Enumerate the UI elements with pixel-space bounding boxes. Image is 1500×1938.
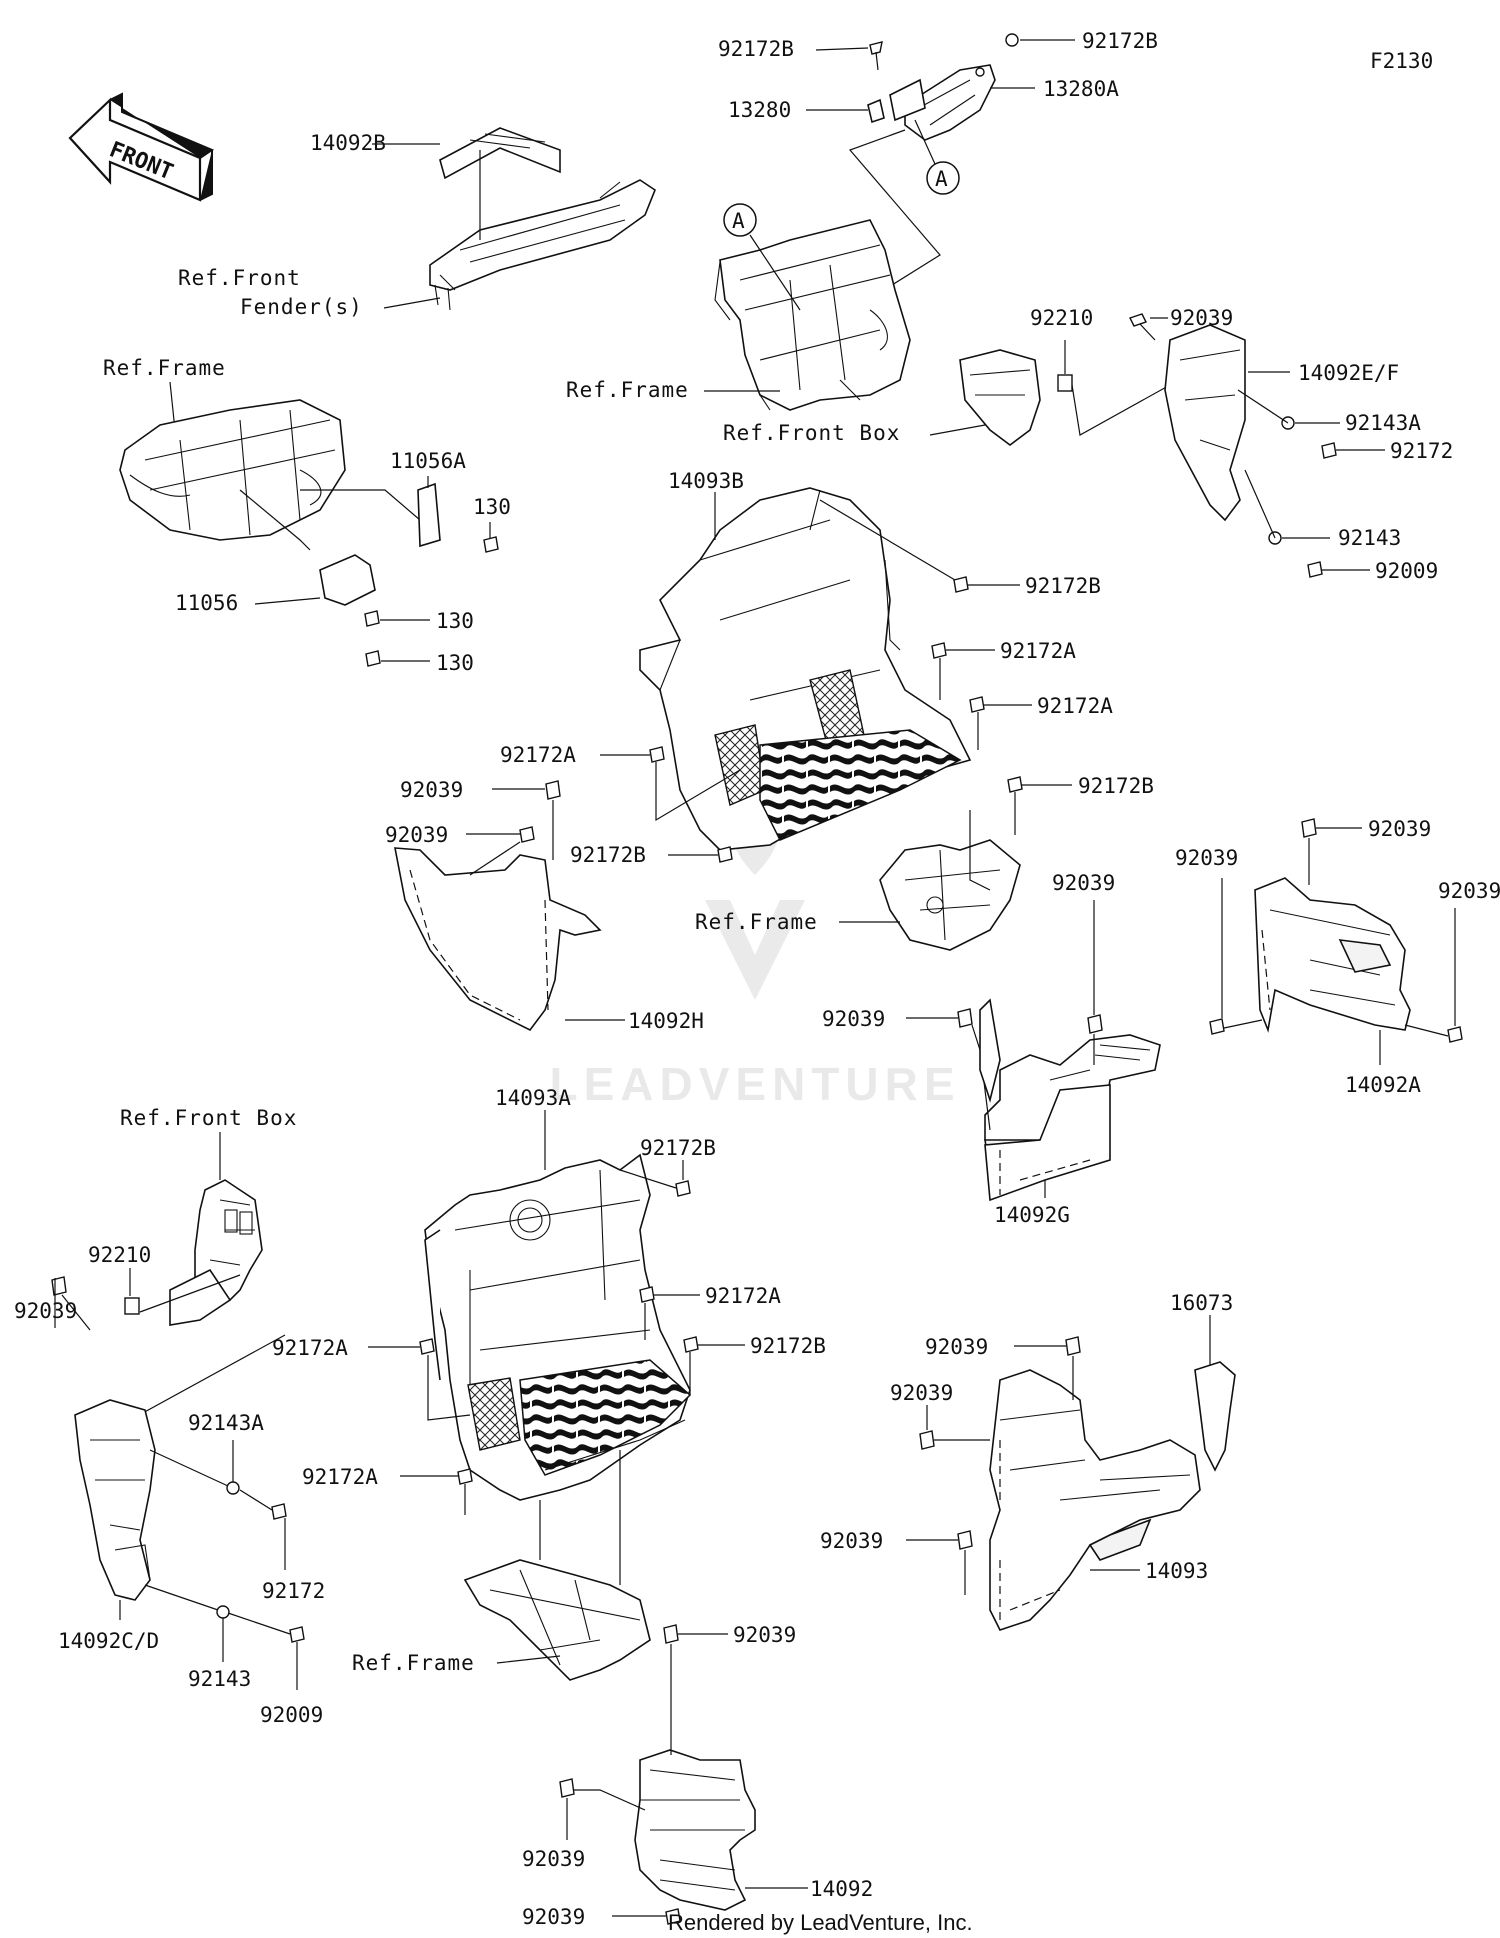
label-92039-right-a: 92039: [1368, 817, 1431, 841]
label-14092H: 14092H: [628, 1009, 704, 1033]
part-14092H: [394, 847, 602, 1032]
footer-credit: Rendered by LeadVenture, Inc.: [668, 1910, 973, 1935]
callout-a-frame: A: [723, 203, 757, 237]
label-13280A: 13280A: [1043, 77, 1119, 101]
watermark: LEADVENTURE: [549, 770, 960, 1110]
front-box-right: [959, 349, 1041, 446]
label-11056A: 11056A: [390, 449, 466, 473]
label-14092: 14092: [810, 1877, 873, 1901]
label-92143-left: 92143: [188, 1667, 251, 1691]
label-92210-left: 92210: [88, 1243, 151, 1267]
label-13280: 13280: [728, 98, 791, 122]
label-92009-top: 92009: [1375, 559, 1438, 583]
part-14092B: [429, 127, 656, 311]
label-92039-br-a: 92039: [925, 1335, 988, 1359]
frame-center: [714, 219, 911, 411]
part-14093B: [639, 487, 972, 851]
label-92172A-lower-b: 92172A: [272, 1336, 348, 1360]
part-14092: [634, 1749, 756, 1911]
part-11056A: [417, 482, 441, 548]
ref-frame-left: Ref.Frame: [103, 356, 226, 380]
label-92039-br-b: 92039: [890, 1381, 953, 1405]
label-callout_a: A: [732, 209, 745, 233]
ref-frame-center: Ref.Frame: [695, 910, 818, 934]
label-14092CD: 14092C/D: [58, 1629, 159, 1653]
label-92172-top: 92172: [1390, 439, 1453, 463]
frame-center-lower: [879, 839, 1021, 951]
label-16073: 16073: [1170, 1291, 1233, 1315]
label-92143-top: 92143: [1338, 526, 1401, 550]
part-14093A: [424, 1153, 692, 1501]
callout-a-top: A: [926, 161, 960, 195]
label-92172-left: 92172: [262, 1579, 325, 1603]
label-92172B-lower-a: 92172B: [640, 1136, 716, 1160]
front-arrow-icon: FRONT: [68, 92, 215, 202]
label-92039-top-right: 92039: [1170, 306, 1233, 330]
label-130-b: 130: [436, 609, 474, 633]
watermark-text: LEADVENTURE: [549, 1058, 960, 1110]
ref-front-fender-line1: Ref.Front: [178, 266, 301, 290]
label-14093: 14093: [1145, 1559, 1208, 1583]
label-92039-right-c: 92039: [1438, 879, 1500, 903]
label-92039-bottom-a: 92039: [733, 1623, 796, 1647]
label-92172A-lower-a: 92172A: [705, 1284, 781, 1308]
label-92210-top: 92210: [1030, 306, 1093, 330]
label-14092B: 14092B: [310, 131, 386, 155]
label-92172A-lower-c: 92172A: [302, 1465, 378, 1489]
label-92039-br-c: 92039: [820, 1529, 883, 1553]
label-92143A-left: 92143A: [188, 1411, 264, 1435]
part-14093: [989, 1369, 1201, 1631]
label-92172A-center-c: 92172A: [500, 743, 576, 767]
part-92210-top: [1057, 374, 1073, 392]
part-11056: [319, 554, 376, 606]
label-92039-bottom-c: 92039: [522, 1905, 585, 1929]
label-92172A-center-a: 92172A: [1000, 639, 1076, 663]
label-92172B-center-c: 92172B: [570, 843, 646, 867]
part-13280: [867, 78, 926, 124]
fastener-92172B-top: [869, 33, 1019, 71]
label-92039-center-right-a: 92039: [1052, 871, 1115, 895]
label-92039-right-b: 92039: [1175, 846, 1238, 870]
frame-lower: [463, 1559, 651, 1681]
ref-frame-top: Ref.Frame: [566, 378, 689, 402]
label-92172B-top-right: 92172B: [1082, 29, 1158, 53]
label-92039-left-a: 92039: [400, 778, 463, 802]
label-14093A: 14093A: [495, 1086, 571, 1110]
front-box-left: [169, 1179, 263, 1326]
label-92039-left-b: 92039: [385, 823, 448, 847]
part-92210-left: [124, 1297, 140, 1315]
label-14092A: 14092A: [1345, 1073, 1421, 1097]
ref-front-fender-line2: Fender(s): [240, 295, 363, 319]
ref-front-box-top: Ref.Front Box: [723, 421, 900, 445]
label-14093B: 14093B: [668, 469, 744, 493]
part-14092A: [1254, 877, 1411, 1033]
label-11056: 11056: [175, 591, 238, 615]
ref-front-box-left: Ref.Front Box: [120, 1106, 297, 1130]
part-16073: [1194, 1361, 1236, 1472]
label-92172B-center-a: 92172B: [1025, 574, 1101, 598]
part-14092CD: [74, 1399, 156, 1601]
label-92039-bottom-b: 92039: [522, 1847, 585, 1871]
label-130-c: 130: [436, 651, 474, 675]
label-callout_a: A: [935, 167, 948, 191]
label-92172B-lower-b: 92172B: [750, 1334, 826, 1358]
diagram-code: F2130: [1370, 49, 1433, 73]
label-14092G: 14092G: [994, 1203, 1070, 1227]
label-92143A-top: 92143A: [1345, 411, 1421, 435]
label-130-a: 130: [473, 495, 511, 519]
part-14092EF: [1164, 324, 1246, 522]
label-92039-center-right-b: 92039: [822, 1007, 885, 1031]
frame-left: [119, 399, 346, 541]
label-14092EF: 14092E/F: [1298, 361, 1399, 385]
fastener-92039-top-right: [1129, 313, 1156, 341]
label-92172B-top-left: 92172B: [718, 37, 794, 61]
label-92039-left-c: 92039: [14, 1299, 77, 1323]
label-92172B-center-b: 92172B: [1078, 774, 1154, 798]
label-92172A-center-b: 92172A: [1037, 694, 1113, 718]
ref-frame-lower: Ref.Frame: [352, 1651, 475, 1675]
label-92009-left: 92009: [260, 1703, 323, 1727]
